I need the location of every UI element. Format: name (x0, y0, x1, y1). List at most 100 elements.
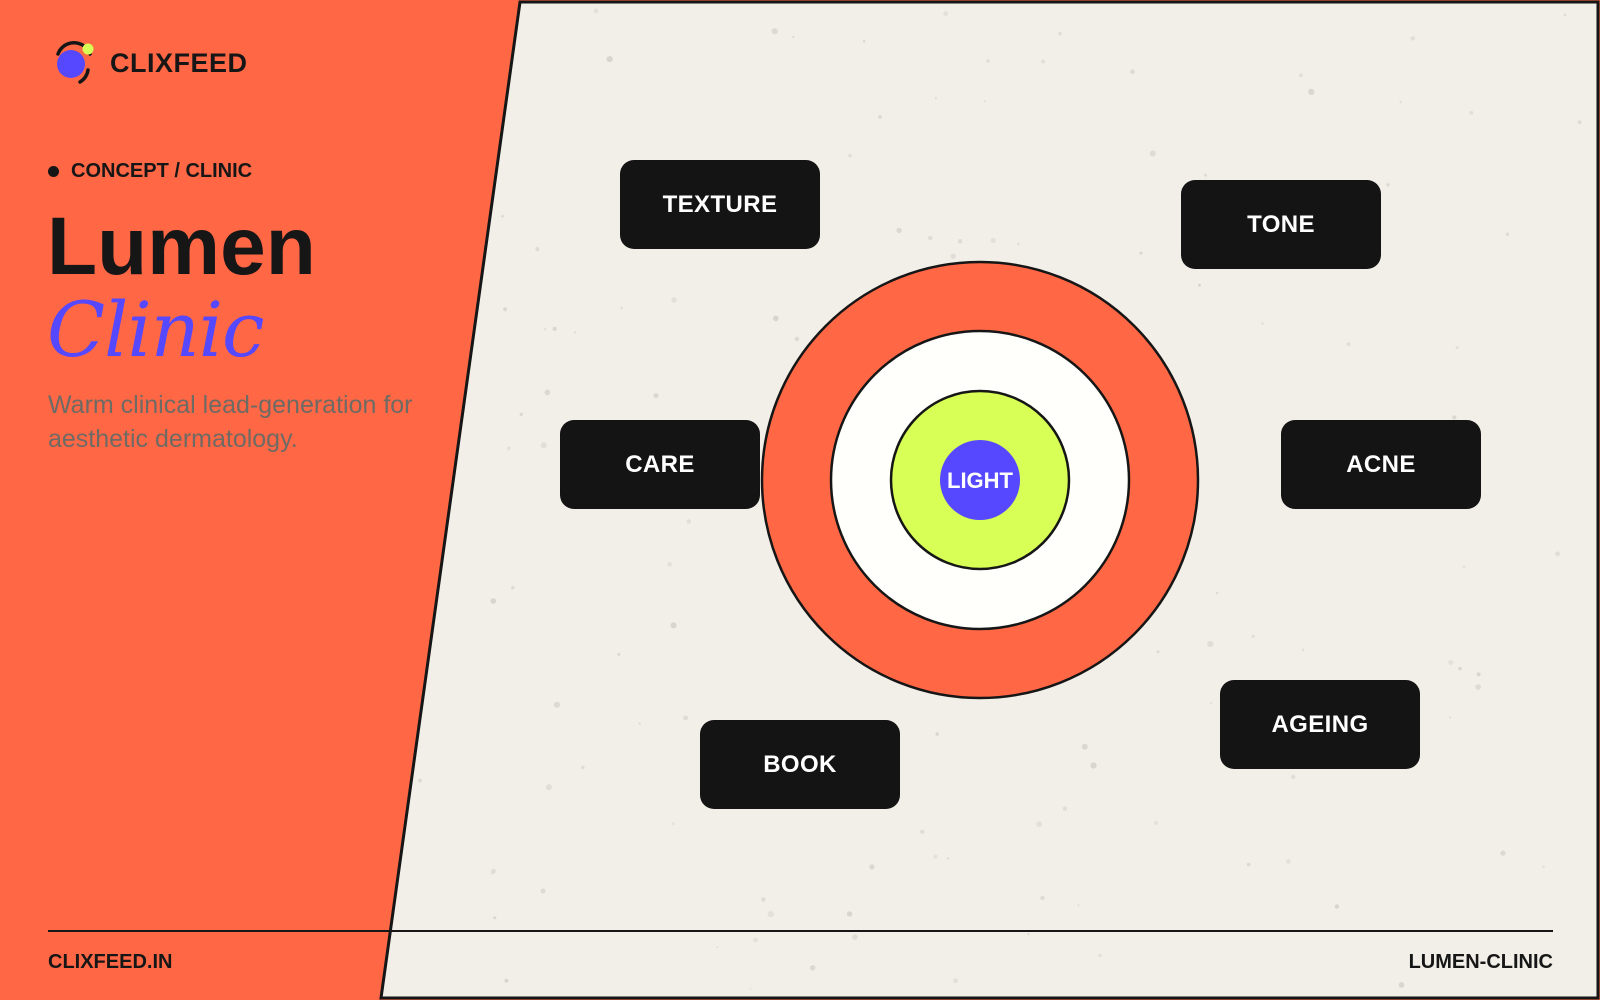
speckle (1153, 820, 1158, 825)
speckle (573, 331, 577, 334)
speckle (761, 897, 766, 902)
kicker: CONCEPT / CLINIC (48, 160, 252, 183)
speckle (928, 235, 933, 241)
speckle (1062, 806, 1068, 811)
speckle (1285, 859, 1291, 864)
speckle (552, 326, 557, 331)
speckle (1469, 110, 1474, 115)
speckle (1334, 904, 1340, 909)
speckle (553, 701, 561, 708)
speckle (1130, 69, 1135, 75)
speckle (545, 784, 552, 791)
footer-site-link[interactable]: CLIXFEED.IN (48, 951, 173, 973)
kicker-text: CONCEPT / CLINIC (71, 160, 253, 182)
bullseye (940, 440, 1020, 520)
speckle (933, 854, 938, 859)
speckle (1458, 666, 1462, 671)
speckle (953, 978, 958, 984)
speckle (1027, 933, 1030, 936)
subtitle: Warm clinical lead-generation for aesthe… (48, 391, 413, 453)
speckle (716, 946, 719, 949)
brand-name: CLIXFEED (110, 47, 248, 78)
speckle (852, 934, 858, 940)
speckle (1149, 150, 1156, 157)
speckle (1563, 13, 1567, 17)
speckle (670, 622, 677, 629)
speckle (957, 239, 963, 244)
speckle (986, 59, 990, 63)
chip-book[interactable]: BOOK (700, 720, 900, 809)
speckle (504, 978, 509, 983)
speckle (490, 872, 493, 875)
speckle (792, 35, 795, 39)
speckle (544, 389, 551, 396)
speckle (943, 11, 949, 16)
speckle (809, 965, 816, 971)
speckle (540, 442, 547, 449)
speckle (1399, 100, 1403, 104)
speckle (1058, 31, 1062, 36)
speckle (1251, 634, 1255, 639)
speckle (620, 306, 623, 310)
speckle (1542, 865, 1545, 869)
bullseye-label: LIGHT (947, 468, 1014, 493)
speckle (511, 586, 515, 590)
speckle (1299, 73, 1303, 78)
speckle (1041, 59, 1045, 64)
speckle (1449, 716, 1452, 719)
speckle (877, 114, 883, 119)
speckle (935, 732, 939, 736)
speckle (862, 40, 866, 43)
speckle (1017, 242, 1020, 245)
speckle (617, 652, 621, 656)
speckle (1301, 648, 1305, 652)
speckle (1386, 183, 1390, 187)
chip-tone[interactable]: TONE (1181, 180, 1381, 269)
speckle (503, 307, 508, 312)
chip-care[interactable]: CARE (560, 420, 760, 509)
speckle (535, 247, 540, 252)
footer-divider (48, 930, 1553, 932)
speckle (950, 253, 956, 259)
speckle (934, 97, 938, 100)
speckle (671, 297, 677, 303)
speckle (1081, 743, 1088, 750)
speckle (1139, 251, 1143, 255)
chip-texture[interactable]: TEXTURE (620, 160, 820, 249)
speckle (653, 393, 659, 399)
speckle (896, 227, 902, 234)
speckle (1476, 672, 1481, 677)
speckle (1455, 346, 1459, 350)
speckle (1448, 660, 1454, 665)
speckle (771, 28, 778, 35)
chip-ageing[interactable]: AGEING (1220, 680, 1420, 769)
speckle (493, 916, 497, 920)
page-title-line-1: Lumen (47, 201, 316, 292)
speckle (1346, 342, 1351, 347)
speckle (1555, 551, 1560, 557)
speckle (1246, 862, 1251, 867)
speckle (1291, 774, 1296, 779)
speckle (519, 412, 523, 416)
speckle (846, 911, 853, 917)
speckle (1198, 283, 1201, 287)
speckle (920, 829, 925, 834)
speckle (501, 215, 504, 218)
chip-acne[interactable]: ACNE (1281, 420, 1481, 509)
speckle (773, 315, 779, 322)
speckle (848, 153, 852, 158)
brand: CLIXFEED (50, 40, 248, 86)
speckle (1098, 953, 1102, 958)
speckle (1410, 36, 1416, 41)
footer-project-slug: LUMEN-CLINIC (1408, 951, 1553, 973)
speckle (767, 911, 774, 918)
speckle (667, 562, 672, 567)
speckle (686, 519, 692, 524)
speckle (1462, 565, 1466, 569)
speckle (1210, 702, 1213, 705)
speckle (983, 100, 986, 103)
speckle (946, 857, 950, 860)
speckle (540, 888, 546, 894)
speckle (753, 937, 758, 943)
bullet-dot-icon (48, 166, 59, 177)
